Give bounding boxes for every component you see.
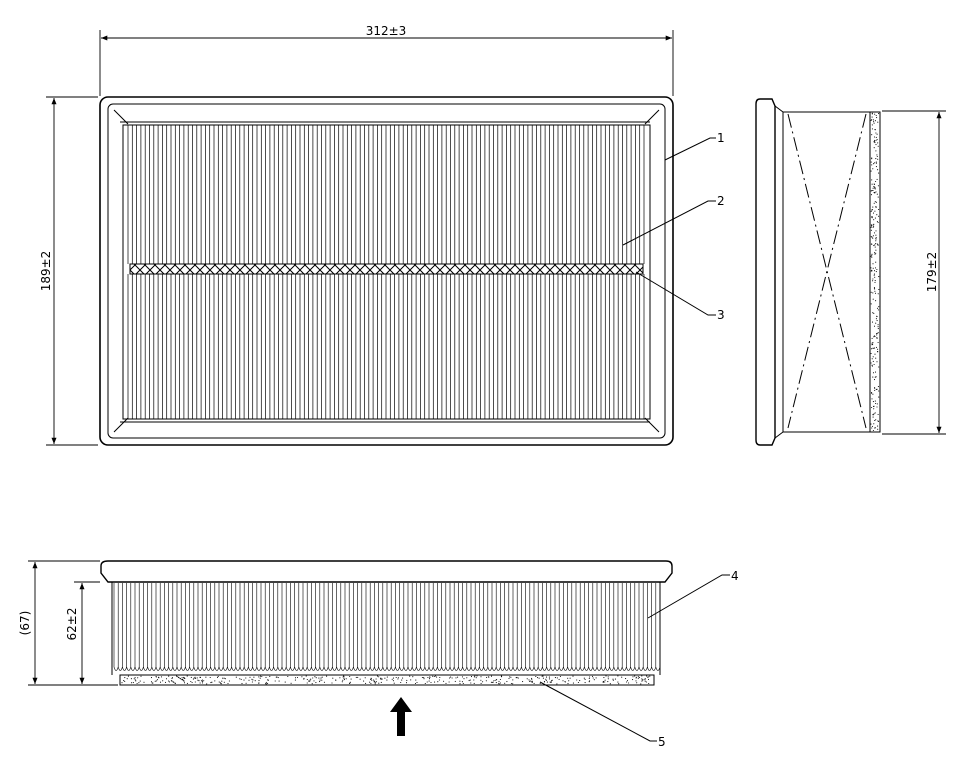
dimension-front-overall: (67) [18,560,118,686]
front-foam-texture [121,675,651,685]
callout-label-5: 5 [658,735,666,749]
side-foam-texture [870,112,880,432]
top-view [99,96,674,446]
dimension-side-height: 179±2 [882,110,946,435]
pleat-area [122,124,651,420]
frame-outer [99,96,674,446]
callout-label-2: 2 [717,194,725,208]
dimension-label-overall: (67) [18,611,32,636]
callout-label-1: 1 [717,131,725,145]
callout-label-4: 4 [731,569,739,583]
dimension-label-side-height: 179±2 [925,252,939,293]
arrow-up-icon [390,697,412,736]
callout-4: 4 [647,569,739,619]
callout-5: 5 [539,681,666,749]
mesh-strip [129,263,644,275]
front-flange [100,560,673,583]
callout-2: 2 [622,194,725,246]
pleat-lines [127,125,645,419]
side-foam-pad [869,111,881,433]
dimension-label-body: 62±2 [65,608,79,641]
dimension-top-width: 312±3 [99,24,674,96]
dimension-front-body: 62±2 [65,581,100,684]
front-pleat-lines [113,583,661,671]
frame-inner [107,103,666,439]
callout-1: 1 [664,131,725,161]
dimension-top-height: 189±2 [39,96,98,446]
dimension-label-width: 312±3 [366,24,407,38]
callout-3: 3 [635,271,725,322]
side-flange [755,98,776,446]
callout-label-3: 3 [717,308,725,322]
frame-bevel [113,109,660,433]
front-view [100,560,673,686]
side-view [755,98,881,446]
side-pleat-cross [787,113,867,429]
dimension-label-height: 189±2 [39,251,53,292]
